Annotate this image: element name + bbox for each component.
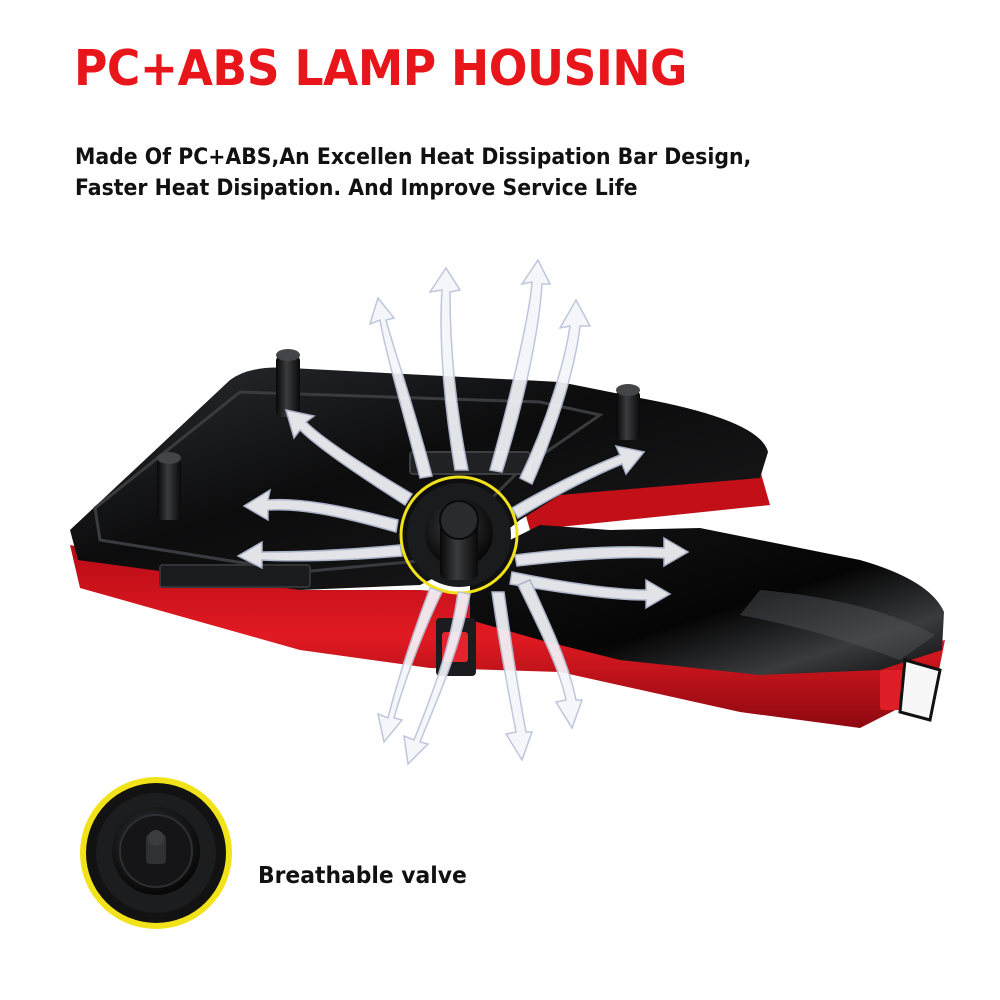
page-title: PC+ABS LAMP HOUSING	[74, 40, 688, 97]
breathable-valve-icon	[80, 777, 232, 929]
breathable-valve-label: Breathable valve	[258, 863, 467, 889]
valve-highlight	[399, 475, 519, 595]
feature-description: Made Of PC+ABS,An Excellen Heat Dissipat…	[75, 142, 751, 204]
black-housing	[70, 367, 944, 722]
mounting-pins	[157, 349, 640, 520]
feature-description-line: Faster Heat Disipation. And Improve Serv…	[75, 176, 638, 201]
feature-description-line: Made Of PC+ABS,An Excellen Heat Dissipat…	[75, 145, 752, 170]
heat-flow-arrow-icon	[236, 258, 690, 766]
